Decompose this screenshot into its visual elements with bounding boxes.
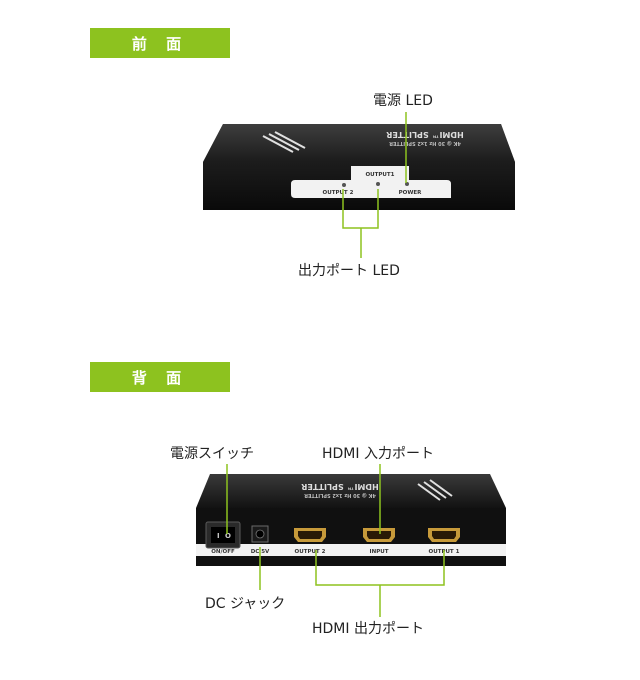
back-hdmi-input-port — [363, 528, 395, 542]
back-hdmi-output1-port — [428, 528, 460, 542]
back-power-switch-callout: 電源スイッチ — [170, 446, 254, 462]
front-section-tag: 前 面 — [90, 28, 230, 58]
front-label-power: POWER — [399, 190, 423, 196]
front-top-brand-text: HDMI™ SPLITTER — [386, 130, 463, 139]
front-top-subtext: 4K @ 30 Hz 1x2 SPLITTER — [389, 140, 461, 146]
back-label-onoff: ON/OFF — [211, 549, 235, 555]
back-device-illustration: HDMI™ SPLITTER 4K @ 30 Hz 1x2 SPLITTER I… — [196, 474, 506, 566]
front-output-led-callout: 出力ポート LED — [298, 263, 400, 279]
front-section-title: 前 面 — [131, 34, 189, 53]
front-output2-led — [342, 183, 346, 187]
back-label-input: INPUT — [370, 549, 389, 555]
back-top-brand-text: HDMI™ SPLITTER — [301, 482, 378, 491]
back-hdmi-output-callout: HDMI 出力ポート — [312, 621, 424, 637]
back-section-tag: 背 面 — [90, 362, 230, 392]
front-label-panel — [291, 180, 451, 198]
svg-text:I: I — [217, 532, 220, 540]
front-label-output2: OUTPUT 2 — [323, 190, 354, 196]
front-power-led-callout: 電源 LED — [373, 93, 433, 109]
svg-text:O: O — [225, 532, 231, 540]
front-output1-led — [376, 182, 380, 186]
front-label-output1: OUTPUT1 — [366, 172, 395, 178]
back-device-top — [196, 474, 506, 508]
back-section-title: 背 面 — [131, 368, 189, 387]
back-hdmi-output2-port — [294, 528, 326, 542]
back-hdmi-input-callout: HDMI 入力ポート — [322, 446, 434, 462]
front-device-illustration: HDMI™ SPLITTER 4K @ 30 Hz 1x2 SPLITTER O… — [203, 124, 515, 210]
back-dc-jack-callout: DC ジャック — [205, 596, 286, 612]
back-label-output2: OUTPUT 2 — [295, 549, 326, 555]
back-top-subtext: 4K @ 30 Hz 1x2 SPLITTER — [304, 492, 376, 498]
front-callout-lines — [342, 112, 407, 258]
